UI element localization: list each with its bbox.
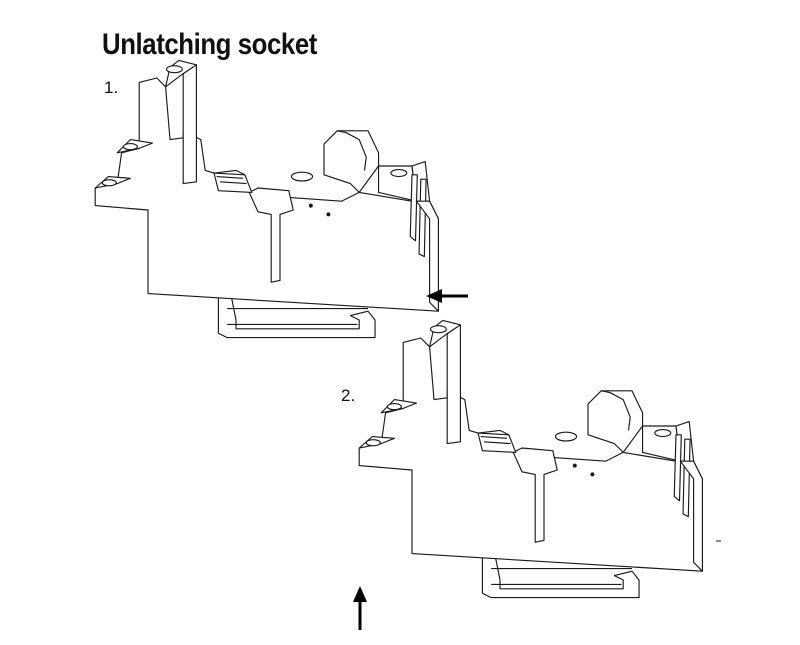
- socket-illustration-step-2: [358, 319, 703, 599]
- page-title: Unlatching socket: [102, 28, 317, 61]
- step-1-label: 1.: [104, 78, 119, 97]
- socket-illustration-step-1: [94, 59, 439, 339]
- release-arrow-left: [426, 289, 468, 303]
- lift-arrow-up: [353, 586, 367, 630]
- step-2-label: 2.: [341, 386, 356, 405]
